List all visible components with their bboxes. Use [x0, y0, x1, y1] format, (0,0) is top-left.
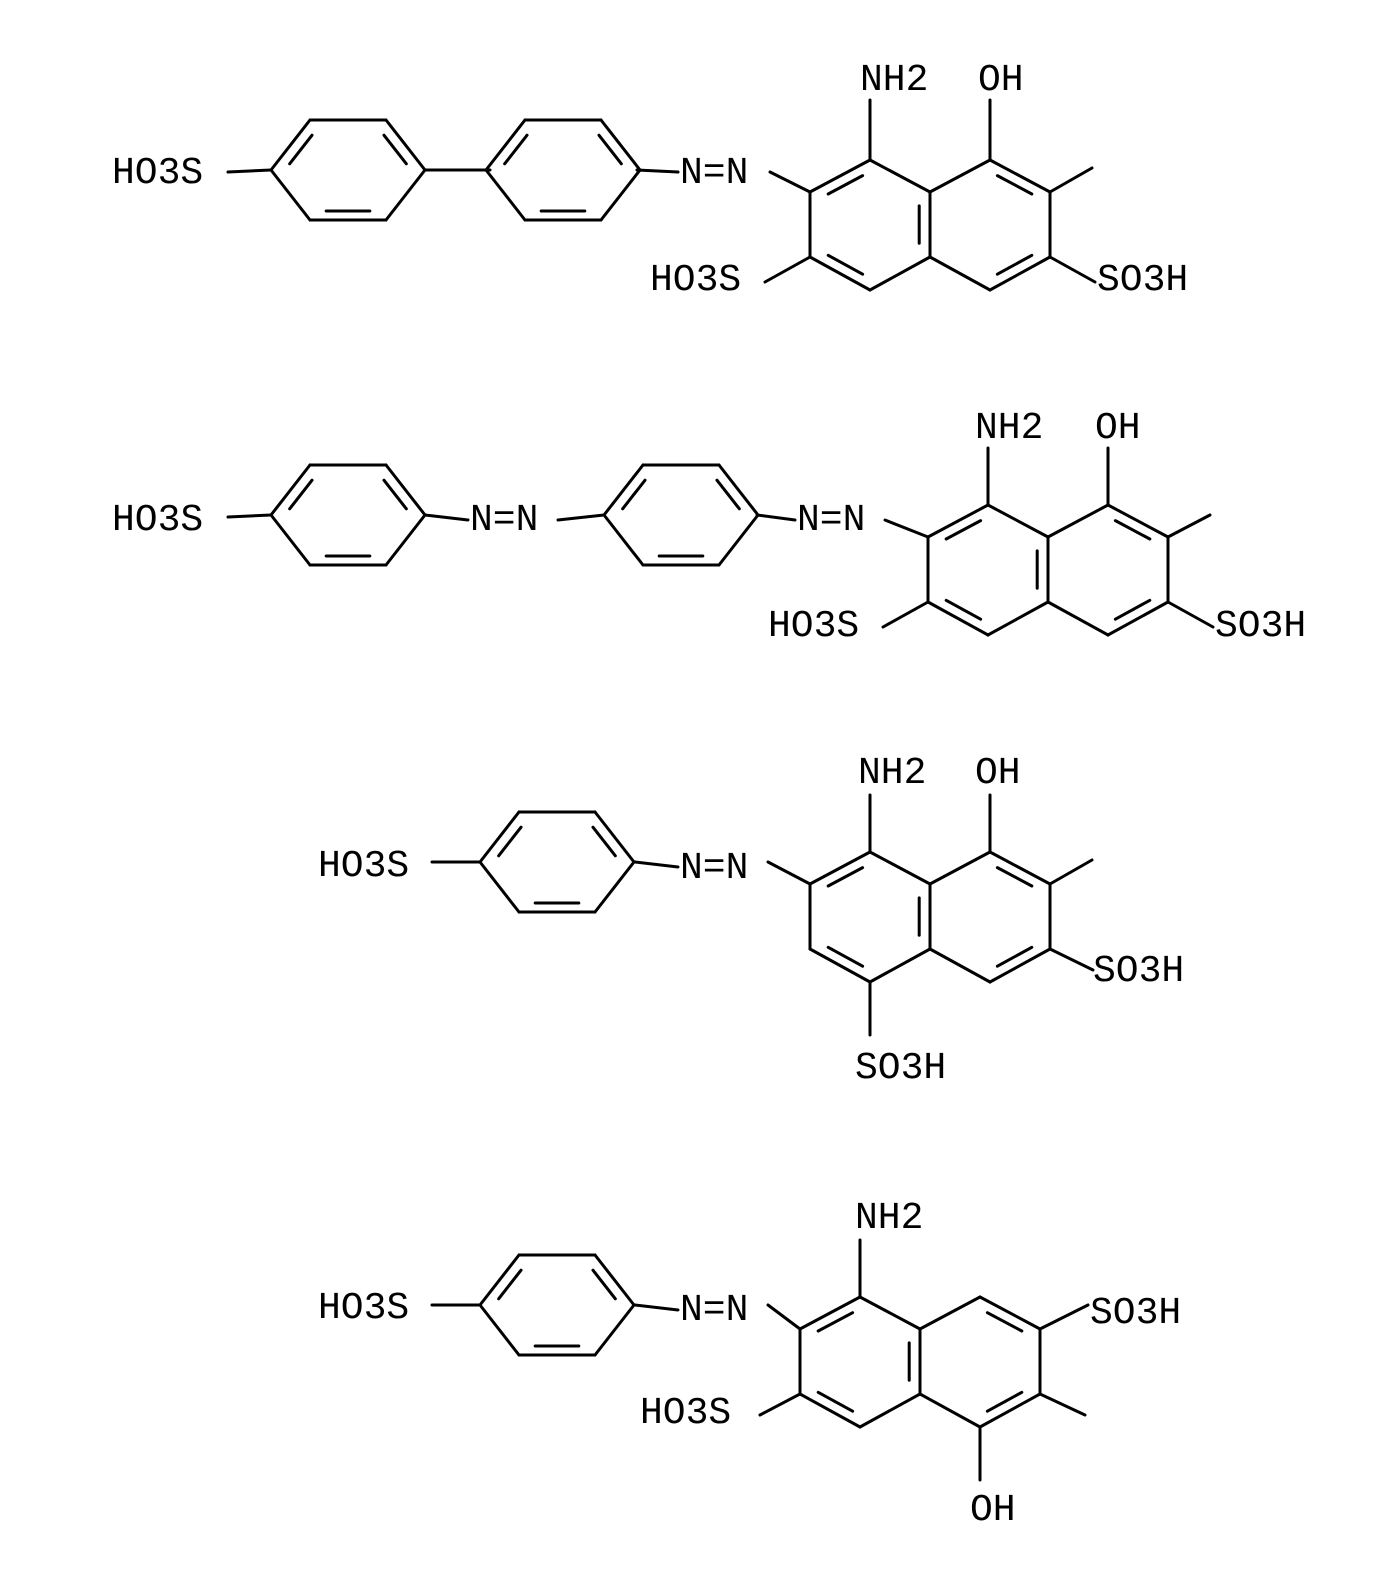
benzene-ring-bond [386, 515, 425, 565]
sulfonic-acid-label: SO3H [1215, 608, 1306, 646]
naphthalene-ring-bond [920, 1297, 980, 1329]
naphthalene-ring-bond [1048, 602, 1108, 635]
naphthalene-ring-bond [860, 1394, 920, 1427]
bond [1040, 1305, 1088, 1329]
naphthalene-ring-bond [920, 1394, 980, 1427]
bond [770, 172, 810, 192]
bond [765, 257, 810, 282]
hydroxyl-label: OH [975, 755, 1021, 793]
bond [883, 602, 928, 627]
benzene-ring-bond [601, 170, 640, 220]
benzene-ring-bond [719, 515, 758, 565]
amino-label: NH2 [855, 1200, 923, 1238]
azo-label: N=N [470, 502, 538, 540]
naphthalene-ring-bond [860, 1297, 920, 1329]
naphthalene-ring-bond [930, 949, 990, 982]
amino-label: NH2 [858, 755, 926, 793]
benzene-ring-bond [595, 862, 634, 912]
bond [637, 170, 678, 172]
hydroxyl-label: OH [978, 62, 1024, 100]
bond [768, 1305, 800, 1329]
sulfonic-acid-label: SO3H [855, 1050, 946, 1088]
naphthalene-ring-bond [988, 505, 1048, 537]
naphthalene-ring-bond [870, 257, 930, 290]
azo-label: N=N [797, 502, 865, 540]
sulfonic-acid-label: HO3S [318, 1290, 409, 1328]
bond [760, 1394, 800, 1415]
amino-label: NH2 [975, 410, 1043, 448]
methyl-bond [1050, 860, 1092, 884]
sulfonic-acid-label: HO3S [650, 262, 741, 300]
naphthalene-ring-bond [1048, 505, 1108, 537]
amino-label: NH2 [860, 62, 928, 100]
naphthalene-ring-bond [870, 160, 930, 192]
sulfonic-acid-label: SO3H [1093, 953, 1184, 991]
sulfonic-acid-label: HO3S [112, 502, 203, 540]
naphthalene-ring-bond [870, 949, 930, 982]
sulfonic-acid-label: HO3S [640, 1395, 731, 1433]
azo-label: N=N [680, 155, 748, 193]
bond [1050, 949, 1093, 970]
bond [757, 515, 795, 520]
bond [635, 1305, 678, 1310]
hydroxyl-label: OH [970, 1492, 1016, 1530]
benzene-ring-bond [480, 1305, 519, 1355]
bond [558, 515, 604, 520]
bond [885, 520, 928, 537]
benzene-ring-bond [271, 170, 310, 220]
benzene-ring-bond [604, 515, 643, 565]
structure-3 [432, 795, 1093, 1035]
benzene-ring-bond [271, 515, 310, 565]
benzene-ring-bond [480, 862, 519, 912]
naphthalene-ring-bond [988, 602, 1048, 635]
bond [1168, 602, 1213, 627]
sulfonic-acid-label: HO3S [112, 155, 203, 193]
sulfonic-acid-label: SO3H [1097, 262, 1188, 300]
bond [228, 515, 271, 517]
naphthalene-ring-bond [930, 257, 990, 290]
naphthalene-ring-bond [930, 852, 990, 884]
azo-label: N=N [680, 1292, 748, 1330]
structure-2 [228, 448, 1213, 635]
methyl-bond [1168, 515, 1210, 537]
naphthalene-ring-bond [930, 160, 990, 192]
sulfonic-acid-label: HO3S [318, 848, 409, 886]
sulfonic-acid-label: SO3H [1090, 1295, 1181, 1333]
naphthalene-ring-bond [870, 852, 930, 884]
methyl-bond [1050, 168, 1092, 192]
azo-label: N=N [680, 850, 748, 888]
structure-4 [432, 1240, 1088, 1480]
bond [228, 170, 271, 172]
bond [425, 515, 468, 520]
sulfonic-acid-label: HO3S [768, 608, 859, 646]
bond [1050, 257, 1095, 282]
hydroxyl-label: OH [1095, 410, 1141, 448]
benzene-ring-bond [595, 1305, 634, 1355]
bond [768, 862, 810, 884]
benzene-ring-bond [386, 170, 425, 220]
benzene-ring-bond [486, 170, 525, 220]
methyl-bond [1040, 1394, 1085, 1415]
bond [635, 862, 678, 867]
